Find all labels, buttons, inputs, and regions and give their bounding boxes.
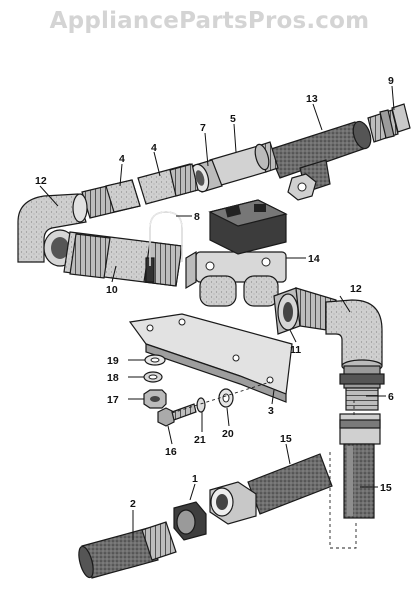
- callout-12-left: 12: [35, 175, 47, 187]
- coupling-5: [209, 141, 279, 187]
- callout-9: 9: [388, 75, 394, 87]
- elbow-12-right: [325, 299, 383, 373]
- callouts: 12 4 4 7 5 13 9 8 14 10 12 11 3 6 19 18 …: [35, 75, 394, 510]
- pipe-segment-4b: [81, 179, 141, 219]
- coupling-11: [273, 287, 341, 335]
- nut-7: [190, 159, 223, 193]
- callout-19: 19: [107, 355, 119, 367]
- callout-13: 13: [306, 93, 318, 105]
- callout-3: 3: [268, 405, 274, 417]
- mounting-plate-3: [128, 313, 293, 403]
- callout-10: 10: [106, 284, 118, 296]
- callout-8: 8: [194, 211, 200, 223]
- callout-15-right: 15: [380, 482, 392, 494]
- pipe-fitting-2: [78, 521, 177, 579]
- callout-18: 18: [107, 372, 119, 384]
- washer-20: [218, 388, 234, 408]
- pipe-segment-4a: [137, 163, 199, 205]
- water-valve-14: [185, 199, 288, 307]
- fitting-6: [339, 365, 385, 411]
- nut-15-upper: [339, 413, 381, 445]
- callout-21: 21: [194, 434, 206, 446]
- nut-17: [143, 389, 167, 409]
- washer-21: [196, 397, 206, 413]
- callout-14: 14: [308, 253, 320, 265]
- callout-2: 2: [130, 498, 136, 510]
- callout-5: 5: [230, 113, 236, 125]
- pipe-10: [63, 231, 183, 287]
- callout-7: 7: [200, 122, 206, 134]
- upper-pipe-run: [17, 103, 411, 267]
- callout-17: 17: [107, 394, 119, 406]
- fitting-9: [367, 103, 411, 143]
- watermark-logo: AppliancePartsPros.com: [49, 8, 370, 34]
- callout-12-right: 12: [350, 283, 362, 295]
- callout-6: 6: [388, 391, 394, 403]
- leader-lines: [39, 85, 395, 540]
- callout-4-left: 4: [119, 153, 125, 165]
- lock-washer-18: [143, 371, 163, 383]
- callout-4-right: 4: [151, 142, 157, 154]
- hex-nut-1: [209, 481, 257, 525]
- adapter-nut: [173, 501, 207, 541]
- callout-1: 1: [192, 473, 198, 485]
- callout-20: 20: [222, 428, 234, 440]
- callout-11: 11: [290, 344, 301, 356]
- callout-16: 16: [165, 446, 177, 458]
- callout-15-upper: 15: [280, 433, 292, 445]
- washer-19: [144, 354, 166, 366]
- assembly-line-hose: [329, 452, 357, 549]
- screw-16: [157, 403, 197, 427]
